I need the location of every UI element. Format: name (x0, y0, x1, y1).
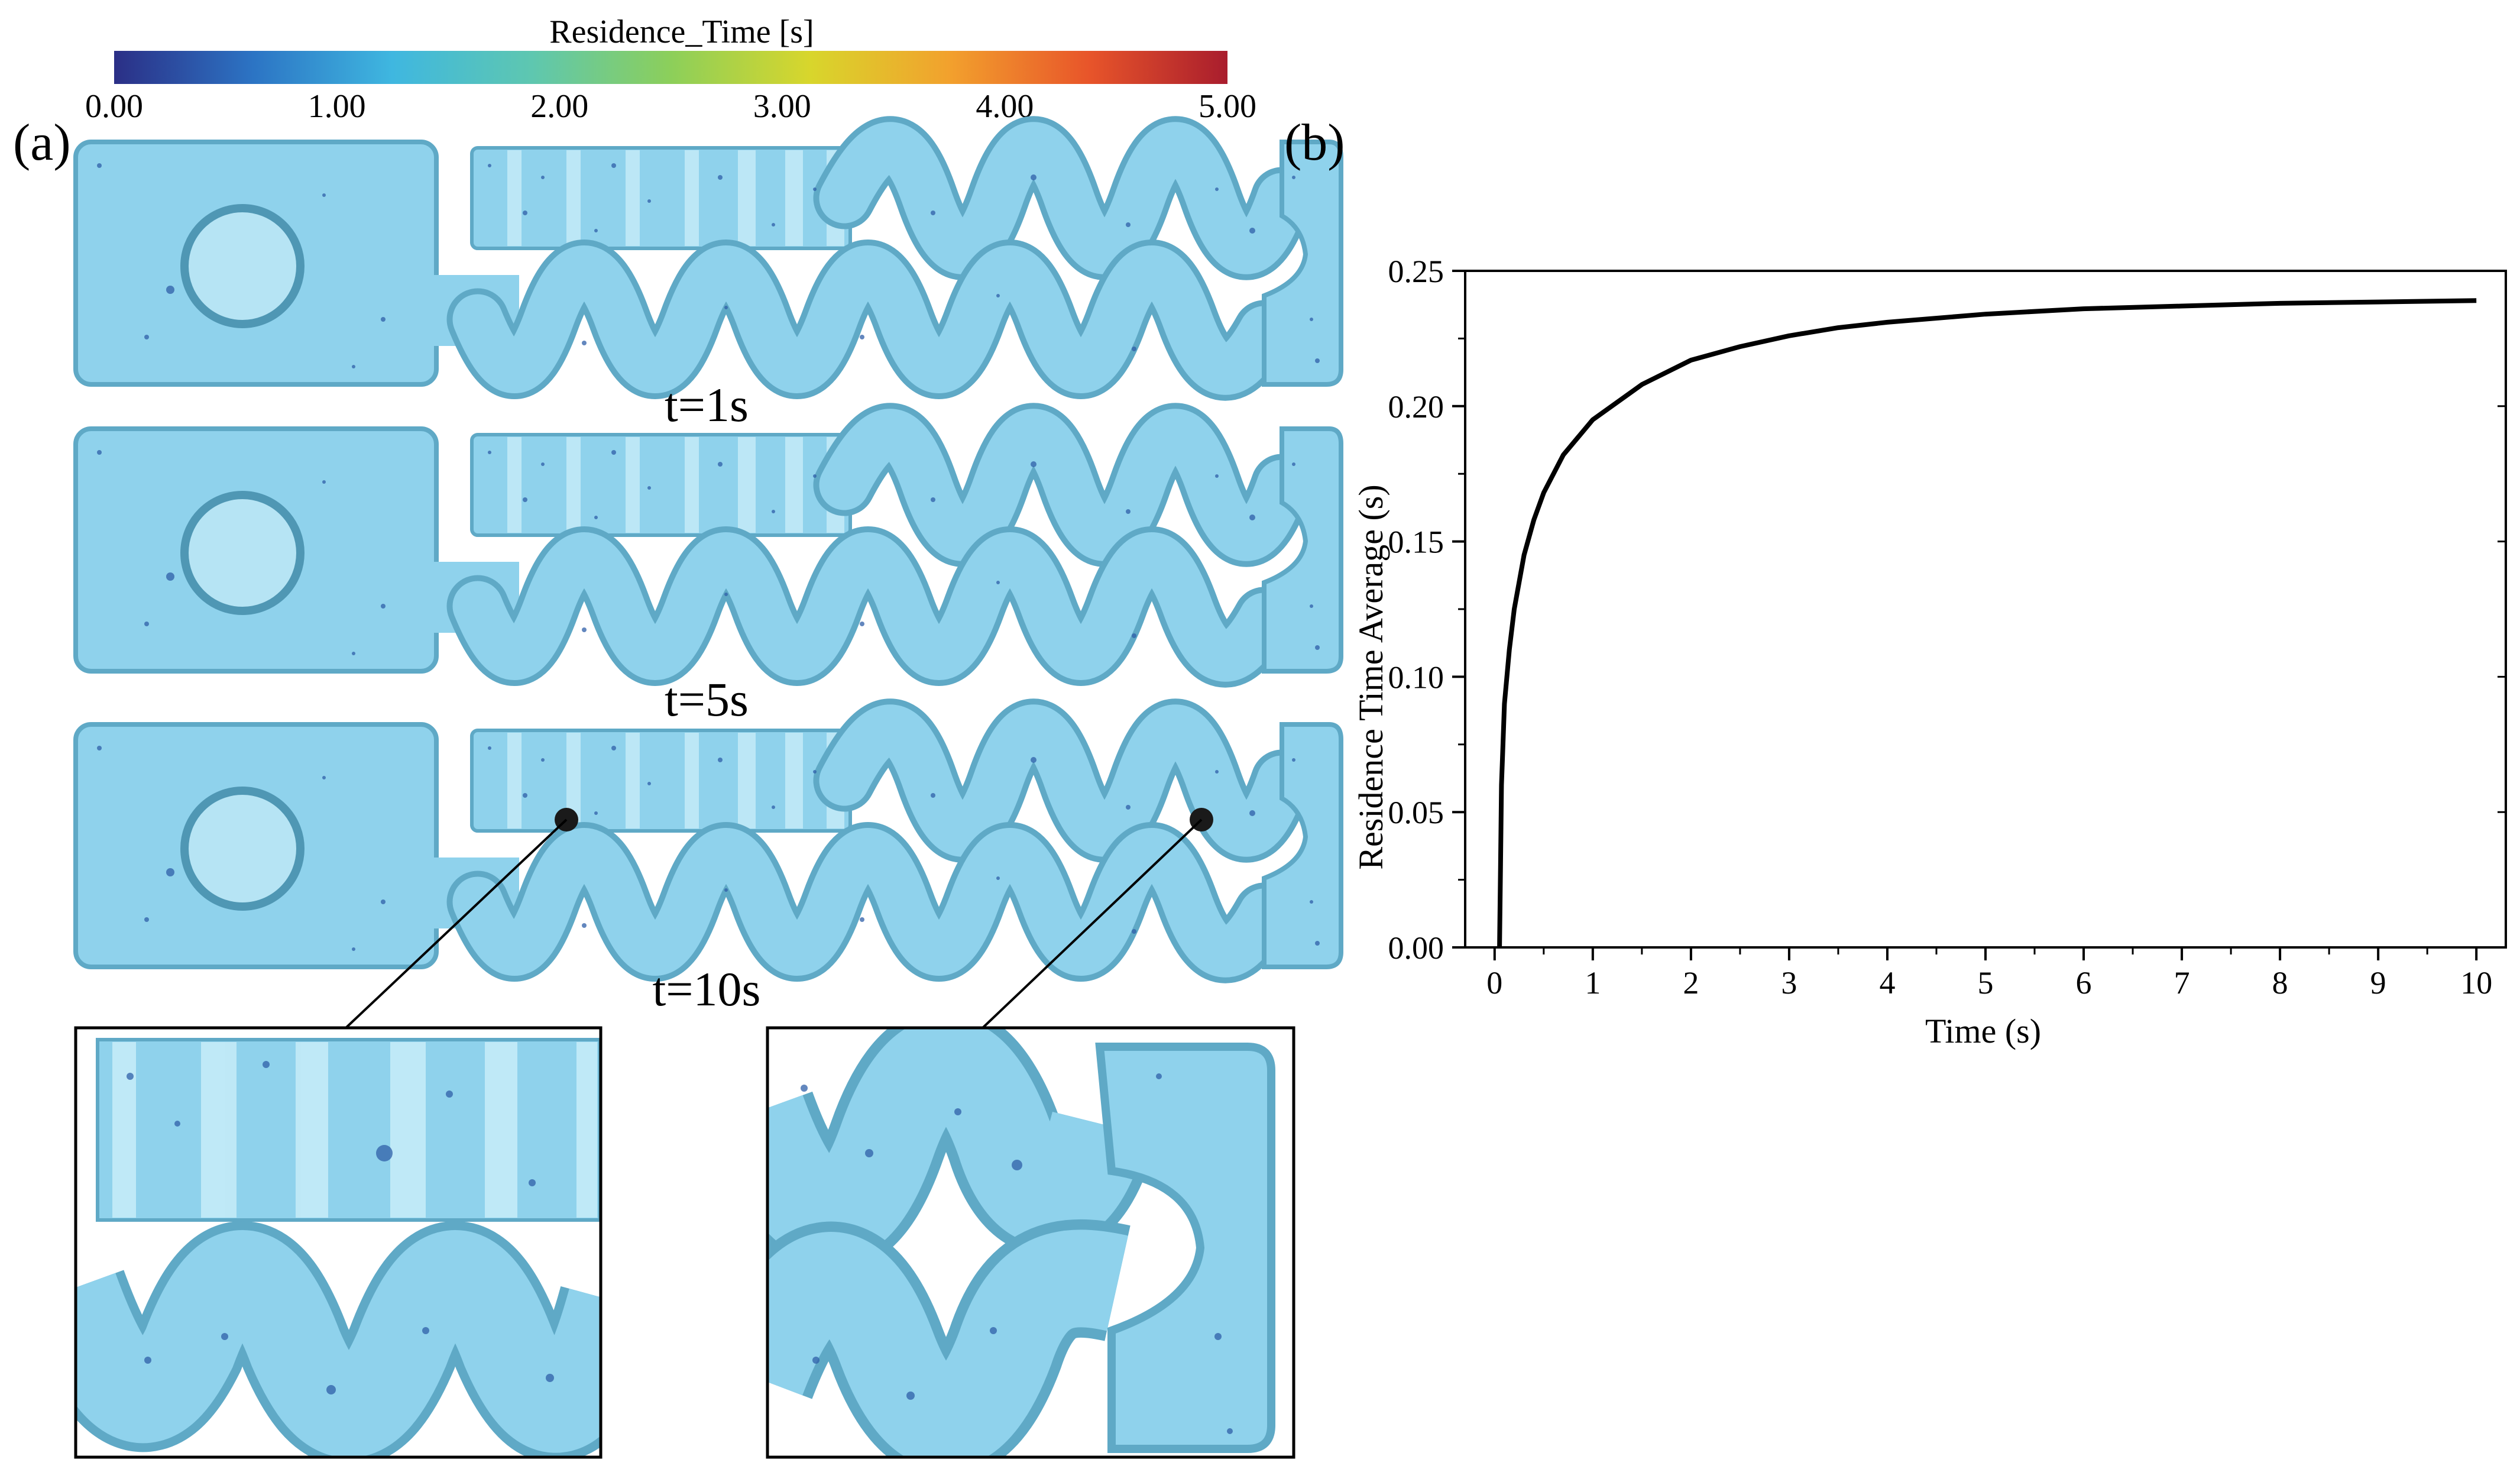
residence-time-curve (1497, 298, 2477, 948)
colorbar-gradient (114, 51, 1227, 84)
x-axis-label: Time (s) (1925, 1012, 2041, 1050)
colorbar-tick-label: 0.00 (85, 88, 143, 125)
snapshot-t5-label: t=5s (665, 672, 749, 726)
zoom-inset-left (74, 1026, 603, 1459)
zoom-inset-right (766, 1026, 1295, 1459)
x-tick-label: 9 (2370, 965, 2386, 1001)
x-tick-label: 4 (1879, 965, 1895, 1001)
x-tick-label: 7 (2174, 965, 2190, 1001)
snapshot-t1-label: t=1s (665, 378, 749, 432)
x-tick-label: 6 (2076, 965, 2092, 1001)
y-tick-label: 0.20 (1388, 389, 1444, 425)
residence-time-chart: 0 1 2 3 4 5 6 7 8 9 10 0.00 0.05 0.10 0.15 0.20 0.25 Tim… (1352, 254, 2507, 1050)
snapshot-t10 (76, 724, 1341, 967)
x-tick-label: 5 (1978, 965, 1994, 1001)
colorbar-title: Residence_Time [s] (549, 14, 814, 50)
panel-a-label: (a) (13, 114, 71, 172)
colorbar-tick-label: 2.00 (530, 88, 588, 125)
snapshot-t5 (76, 429, 1341, 671)
x-tick-label: 3 (1781, 965, 1797, 1001)
y-tick-label: 0.00 (1388, 930, 1444, 966)
x-tick-label: 2 (1683, 965, 1699, 1001)
x-tick-label: 1 (1585, 965, 1601, 1001)
colorbar-tick-label: 1.00 (308, 88, 366, 125)
y-tick-label: 0.10 (1388, 659, 1444, 695)
colorbar-tick-label: 5.00 (1199, 88, 1256, 125)
y-tick-label: 0.05 (1388, 795, 1444, 830)
panel-b-label: (b) (1284, 114, 1345, 172)
colorbar-tick-label: 3.00 (753, 88, 811, 125)
leader-line-right (982, 818, 1203, 1029)
snapshot-t1 (76, 142, 1341, 384)
y-axis-label: Residence Time Average (s) (1352, 484, 1390, 869)
plot-frame (1464, 270, 2507, 949)
snapshot-t10-label: t=10s (653, 962, 761, 1016)
y-tick-label: 0.15 (1388, 525, 1444, 560)
x-tick-label: 0 (1486, 965, 1502, 1001)
x-tick-label: 10 (2460, 965, 2492, 1001)
leader-line-left (345, 818, 568, 1029)
y-tick-label: 0.25 (1388, 254, 1444, 289)
x-tick-label: 8 (2272, 965, 2288, 1001)
